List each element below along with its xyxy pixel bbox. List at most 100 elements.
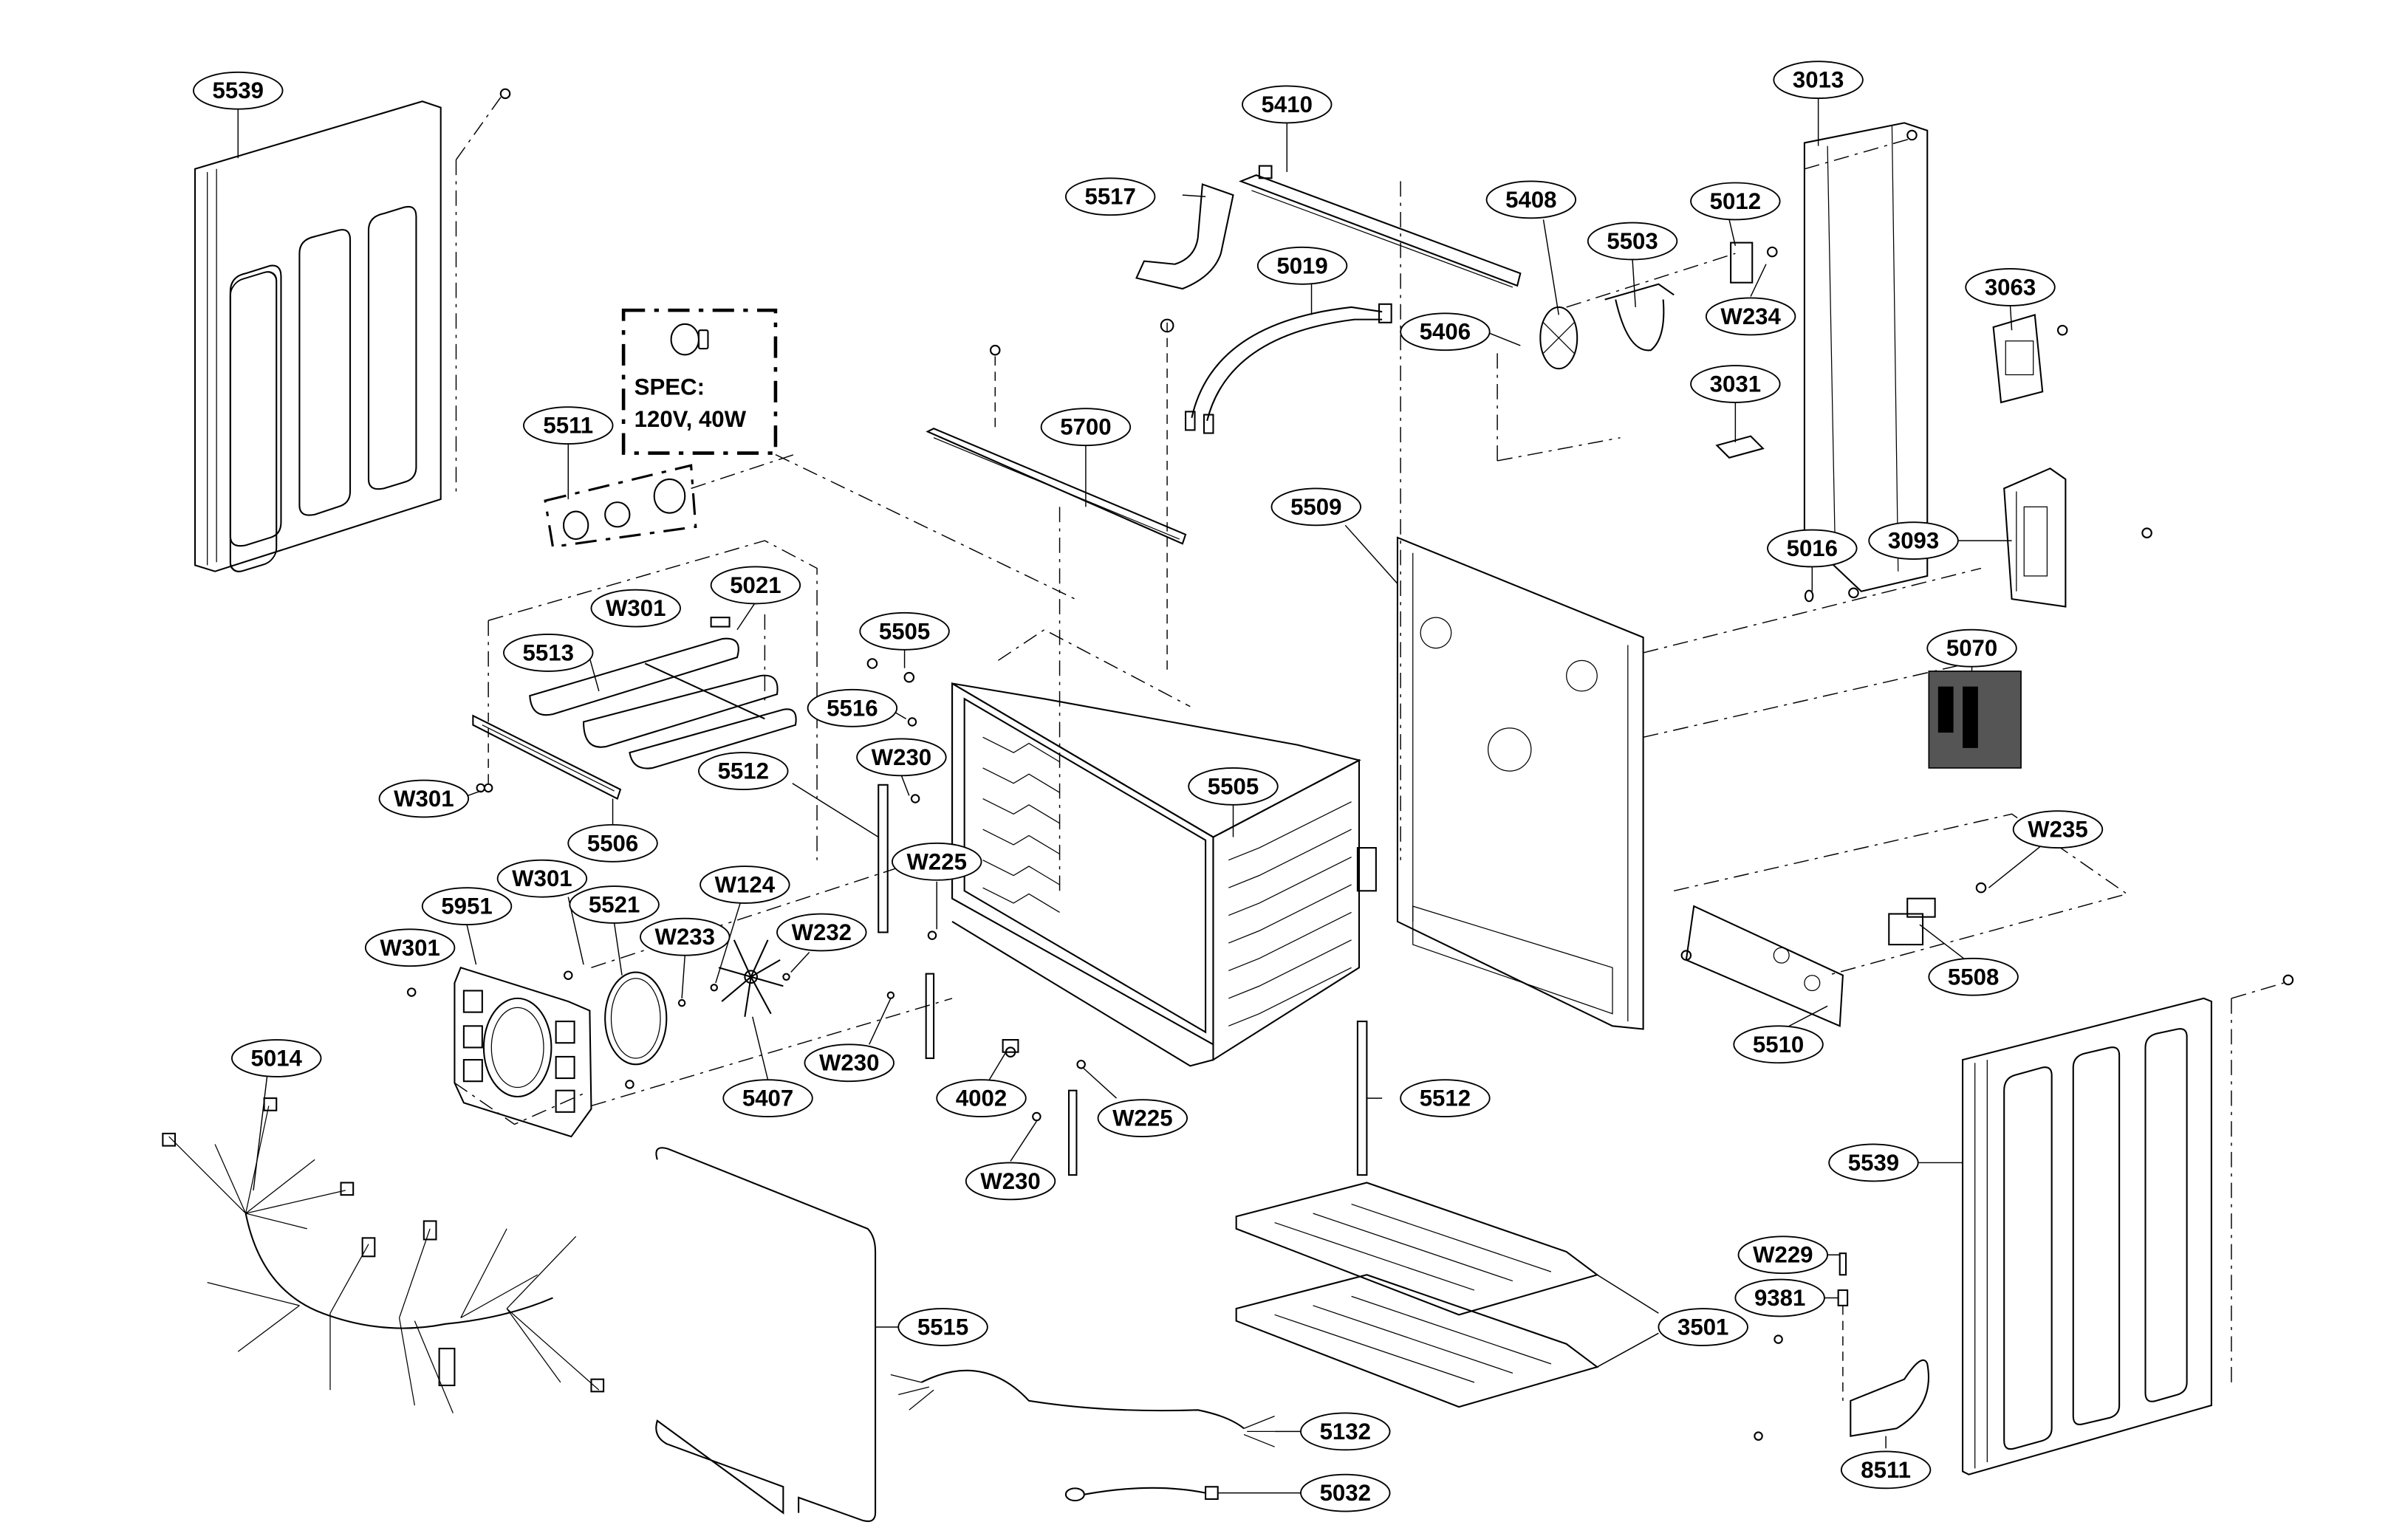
callout-5014[interactable]: 5014 <box>231 1039 322 1077</box>
callout-5539-top[interactable]: 5539 <box>193 71 284 110</box>
callout-5021[interactable]: 5021 <box>710 566 801 605</box>
callout-5019[interactable]: 5019 <box>1256 246 1348 285</box>
callout-w124[interactable]: W124 <box>700 866 790 904</box>
callout-w234[interactable]: W234 <box>1705 297 1796 336</box>
callout-5407[interactable]: 5407 <box>722 1079 813 1117</box>
callout-label: 5032 <box>1320 1480 1371 1506</box>
callout-w229[interactable]: W229 <box>1737 1235 1829 1275</box>
callout-5506[interactable]: 5506 <box>567 823 658 863</box>
convection-fan-cover <box>454 967 592 1138</box>
callout-3031[interactable]: 3031 <box>1690 365 1781 403</box>
callout-label: 5509 <box>1290 494 1341 520</box>
callout-5508[interactable]: 5508 <box>1928 957 2019 996</box>
side-panel-right <box>1962 974 2294 1475</box>
callout-w230-a[interactable]: W230 <box>856 738 947 777</box>
callout-5539-bottom[interactable]: 5539 <box>1828 1143 1919 1182</box>
rack-slide-right <box>1356 1021 1368 1176</box>
callout-label: 5132 <box>1320 1419 1371 1444</box>
callout-w232[interactable]: W232 <box>776 913 867 952</box>
callout-label: 5021 <box>730 572 781 598</box>
callout-w225-a[interactable]: W225 <box>892 842 982 881</box>
callout-label: 5019 <box>1276 253 1327 278</box>
spec-value: 120V, 40W <box>635 406 747 432</box>
door-lock-switch <box>1730 241 1778 284</box>
callout-5951[interactable]: 5951 <box>421 887 513 925</box>
callout-label: W225 <box>907 849 967 874</box>
callout-5513[interactable]: 5513 <box>503 634 594 672</box>
callout-w230-b[interactable]: W230 <box>804 1043 895 1083</box>
callout-label: 5517 <box>1084 184 1135 210</box>
callout-label: 3063 <box>1985 274 2036 300</box>
callout-label: 4002 <box>956 1086 1007 1111</box>
callout-label: 5515 <box>917 1314 968 1340</box>
callout-3093[interactable]: 3093 <box>1868 521 1959 560</box>
callout-label: W234 <box>1720 304 1781 329</box>
callout-5070[interactable]: 5070 <box>1926 628 2017 668</box>
callout-5505-b[interactable]: 5505 <box>1188 767 1279 806</box>
callout-4002[interactable]: 4002 <box>936 1079 1027 1117</box>
callout-5406[interactable]: 5406 <box>1400 312 1491 352</box>
callout-5132[interactable]: 5132 <box>1300 1412 1391 1451</box>
callout-label: 8511 <box>1861 1457 1911 1483</box>
callout-5503[interactable]: 5503 <box>1587 222 1678 261</box>
power-cord-conduit <box>890 1369 1275 1447</box>
callout-w301-d[interactable]: W301 <box>364 928 456 967</box>
callout-label: 5016 <box>1787 535 1838 561</box>
callout-label: 5511 <box>543 413 593 439</box>
vent-grille <box>2003 467 2152 608</box>
callout-w230-c[interactable]: W230 <box>965 1162 1056 1201</box>
callout-w235[interactable]: W235 <box>2012 810 2104 849</box>
callout-5012[interactable]: 5012 <box>1690 182 1781 221</box>
oven-lamp-assembly <box>544 452 799 549</box>
oven-racks <box>1235 1182 1599 1408</box>
callout-5410[interactable]: 5410 <box>1242 85 1333 124</box>
callout-w301-a[interactable]: W301 <box>590 589 681 628</box>
callout-5700[interactable]: 5700 <box>1040 408 1132 447</box>
callout-label: 5512 <box>718 758 769 784</box>
fan-motor-bracket <box>1566 253 1736 352</box>
relay-switch <box>1888 882 1987 946</box>
vent-duct <box>1135 183 1234 676</box>
callout-3501[interactable]: 3501 <box>1658 1308 1748 1346</box>
callout-label: 5539 <box>1848 1150 1899 1176</box>
callout-label: 5407 <box>742 1086 793 1111</box>
callout-w233[interactable]: W233 <box>640 917 731 956</box>
callout-5505-a[interactable]: 5505 <box>859 611 950 651</box>
callout-label: W301 <box>380 935 439 961</box>
callout-3013[interactable]: 3013 <box>1773 61 1864 100</box>
callout-label: W301 <box>394 786 454 812</box>
callout-w225-b[interactable]: W225 <box>1097 1099 1188 1138</box>
callout-5512-b[interactable]: 5512 <box>1400 1079 1491 1117</box>
callout-label: 5951 <box>441 894 492 919</box>
convection-element-ring <box>591 860 953 1107</box>
callout-5517[interactable]: 5517 <box>1064 177 1156 216</box>
callout-5511[interactable]: 5511 <box>523 406 614 445</box>
callout-5408[interactable]: 5408 <box>1485 180 1577 219</box>
control-bracket <box>1674 813 2129 1027</box>
callout-5516[interactable]: 5516 <box>807 688 898 727</box>
callout-5510[interactable]: 5510 <box>1733 1025 1824 1064</box>
callout-5521[interactable]: 5521 <box>569 885 660 924</box>
callout-label: 5700 <box>1060 414 1111 440</box>
vent-cover-bracket <box>1992 314 2068 404</box>
callout-label: W230 <box>980 1168 1040 1194</box>
spec-label: SPEC: <box>635 374 705 400</box>
callout-8511[interactable]: 8511 <box>1840 1450 1932 1490</box>
callout-w301-c[interactable]: W301 <box>496 859 588 898</box>
top-trim-strip <box>926 344 1187 545</box>
callout-label: 5512 <box>1420 1086 1471 1111</box>
callout-label: W232 <box>792 919 852 945</box>
callout-5016[interactable]: 5016 <box>1767 529 1858 568</box>
callout-5515[interactable]: 5515 <box>897 1308 988 1346</box>
main-wire-harness <box>162 1097 605 1413</box>
callout-5509[interactable]: 5509 <box>1270 487 1362 527</box>
callout-label: 5014 <box>251 1046 303 1072</box>
callout-w301-b[interactable]: W301 <box>378 779 470 818</box>
callout-5032[interactable]: 5032 <box>1300 1473 1391 1512</box>
callout-label: 5506 <box>587 830 638 856</box>
callout-9381[interactable]: 9381 <box>1734 1278 1825 1317</box>
vent-channel <box>1803 122 1929 592</box>
callout-5512-a[interactable]: 5512 <box>698 752 789 790</box>
callout-label: 3013 <box>1793 67 1844 93</box>
callout-3063[interactable]: 3063 <box>1965 268 2056 306</box>
